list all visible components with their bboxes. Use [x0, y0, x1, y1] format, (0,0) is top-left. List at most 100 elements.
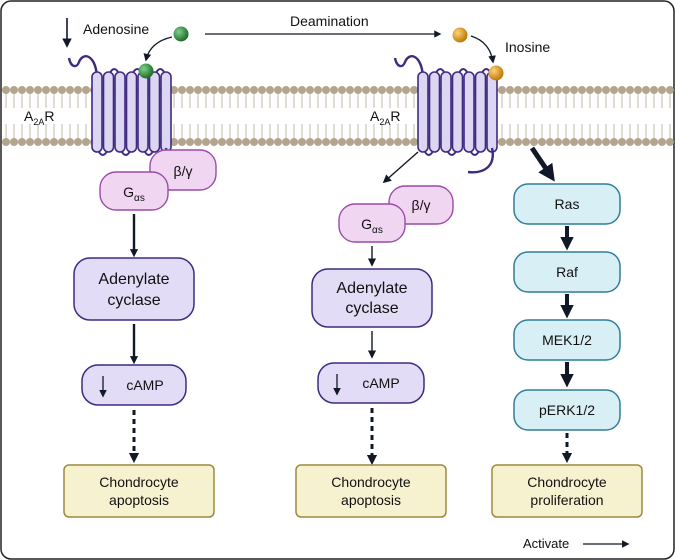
lipid-head [378, 138, 386, 146]
lipid-head [226, 138, 234, 146]
lipid-head [274, 86, 282, 94]
ras-label: Ras [555, 196, 580, 212]
lipid-head [618, 86, 626, 94]
apoptosis-left-line2: apoptosis [109, 492, 169, 508]
camp-left-label: cAMP [126, 377, 163, 393]
lipid-head [10, 86, 18, 94]
lipid-head [570, 138, 578, 146]
lipid-head [522, 138, 530, 146]
lipid-head [42, 138, 50, 146]
apoptosis-middle-line2: apoptosis [341, 492, 401, 508]
lipid-head [74, 86, 82, 94]
lipid-head [610, 138, 618, 146]
lipid-head [634, 86, 642, 94]
lipid-head [10, 138, 18, 146]
lipid-head [2, 138, 10, 146]
lipid-head [346, 138, 354, 146]
lipid-head [234, 86, 242, 94]
lipid-head [570, 86, 578, 94]
lipid-head [322, 86, 330, 94]
lipid-head [394, 138, 402, 146]
left-receptor [67, 55, 178, 167]
lipid-head [634, 138, 642, 146]
lipid-head [410, 138, 418, 146]
adenylate-cyclase-middle-line2: cyclase [345, 300, 398, 317]
lipid-head [210, 86, 218, 94]
lipid-head [218, 138, 226, 146]
lipid-head [322, 138, 330, 146]
lipid-head [178, 138, 186, 146]
receptor-helix [417, 71, 429, 153]
adenosine-binding-arrow [143, 36, 173, 62]
lipid-head [298, 138, 306, 146]
receptor-helix [451, 71, 464, 153]
lipid-head [66, 138, 74, 146]
receptor-helix [114, 71, 126, 153]
adenylate-cyclase-left-line1: Adenylate [98, 271, 169, 288]
lipid-head [546, 138, 554, 146]
lipid-head [402, 138, 410, 146]
lipid-head [594, 138, 602, 146]
lipid-head [666, 86, 674, 94]
receptor-helix [463, 71, 475, 153]
lipid-head [242, 86, 250, 94]
arrow-receptor-to-ras [529, 146, 555, 182]
lipid-head [170, 86, 178, 94]
lipid-head [314, 86, 322, 94]
lipid-head [642, 86, 650, 94]
lipid-head [306, 86, 314, 94]
receptor-n-terminus [67, 55, 99, 77]
lipid-head [194, 138, 202, 146]
lipid-head [346, 86, 354, 94]
lipid-head [402, 86, 410, 94]
camp-middle [317, 362, 425, 404]
lipid-head [538, 138, 546, 146]
bound-inosine [488, 65, 504, 81]
lipid-head [394, 86, 402, 94]
lipid-head [386, 138, 394, 146]
receptor-label-right: A2AR [370, 108, 400, 127]
lipid-head [330, 138, 338, 146]
lipid-head [290, 86, 298, 94]
lipid-head [274, 138, 282, 146]
receptor-helix [102, 71, 115, 153]
deamination-label: Deamination [290, 13, 369, 29]
adenylate-cyclase-left [73, 257, 195, 321]
lipid-head [554, 138, 562, 146]
lipid-head [562, 86, 570, 94]
lipid-head [362, 138, 370, 146]
lipid-head [82, 138, 90, 146]
lipid-head [554, 86, 562, 94]
lipid-head [546, 86, 554, 94]
chondrocyte-proliferation [491, 464, 643, 518]
raf-box [513, 251, 621, 293]
lipid-head [266, 138, 274, 146]
lipid-head [586, 86, 594, 94]
lipid-head [290, 138, 298, 146]
beta-gamma-middle-label: β/γ [412, 197, 431, 213]
receptor-helix [137, 71, 149, 153]
lipid-head [642, 138, 650, 146]
bound-adenosine [138, 63, 154, 79]
lipid-head [34, 86, 42, 94]
inosine-binding-arrow [470, 35, 496, 64]
lipid-head [82, 86, 90, 94]
lipid-head [58, 138, 66, 146]
lipid-head [354, 138, 362, 146]
g-alpha-s-left-label: Gαs [123, 184, 145, 204]
receptor-helix [474, 71, 487, 153]
lipid-head [578, 86, 586, 94]
mek-box [513, 319, 621, 361]
lipid-head [498, 86, 506, 94]
lipid-head [378, 86, 386, 94]
lipid-head [50, 86, 58, 94]
lipid-head [666, 138, 674, 146]
lipid-head [338, 138, 346, 146]
lipid-head [578, 138, 586, 146]
lipid-head [330, 86, 338, 94]
lipid-head [186, 86, 194, 94]
lipid-head [234, 138, 242, 146]
receptor-helix [428, 71, 441, 153]
lipid-head [626, 86, 634, 94]
